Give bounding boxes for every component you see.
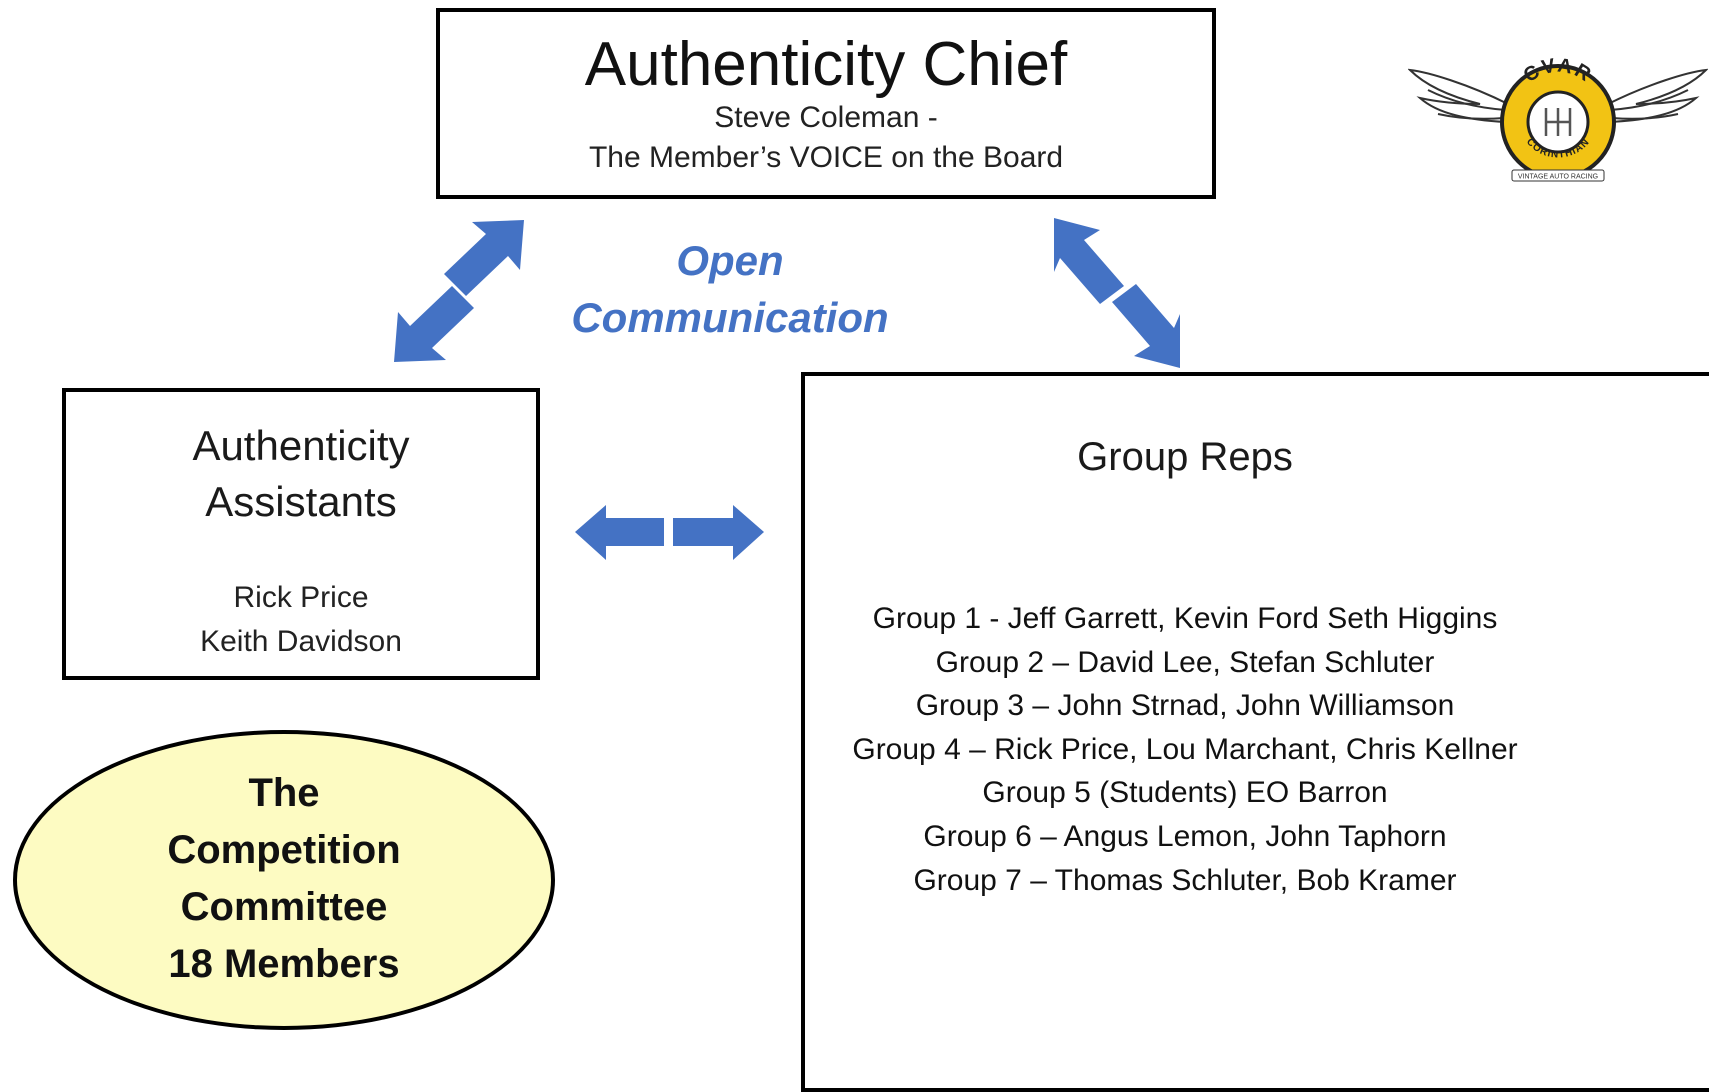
assistants-title: Authenticity Assistants [66,418,536,530]
open-communication-line2: Communication [571,294,889,341]
right-wing-icon [1606,68,1708,124]
group-rep-line: Group 4 – Rick Price, Lou Marchant, Chri… [852,732,1518,766]
committee-text: The Competition Committee 18 Members [167,765,400,993]
cvar-badge-icon: CVAR CORINTHIAN VINTAGE AUTO RACING [1500,54,1616,182]
group-rep-line: Group 5 (Students) EO Barron [982,776,1388,810]
committee-line: Committee [180,885,388,929]
open-communication-line1: Open [676,237,784,284]
connector-arrows [394,218,1180,560]
chief-name: Steve Coleman - [714,101,938,134]
assistants-names: Rick Price Keith Davidson [66,576,536,664]
double-arrow-chief-groups-lower [1112,284,1180,368]
group-reps-list: Group 1 - Jeff Garrett, Kevin Ford Seth … [805,597,1565,902]
double-arrow-assistants-groups-left [575,505,664,560]
cvar-corinthian-logo: CVAR CORINTHIAN VINTAGE AUTO RACING [1408,54,1708,182]
authenticity-chief-box: Authenticity Chief Steve Coleman - The M… [436,8,1216,199]
committee-line: Competition [167,828,401,872]
double-arrow-chief-assistants-lower [394,286,474,362]
assistant-name: Rick Price [233,581,369,614]
group-reps-title: Group Reps [1077,435,1293,479]
double-arrow-chief-groups-upper [1054,218,1124,304]
group-rep-line: Group 1 - Jeff Garrett, Kevin Ford Seth … [872,602,1498,635]
committee-line: The [248,771,320,815]
double-arrow-chief-assistants-upper [444,220,524,296]
group-rep-line: Group 3 – John Strnad, John Williamson [915,689,1455,723]
assistant-name: Keith Davidson [200,625,402,658]
group-reps-box: Group Reps Group 1 - Jeff Garrett, Kevin… [801,372,1709,1092]
double-arrow-assistants-groups-right [673,505,764,560]
authenticity-assistants-box: Authenticity Assistants Rick Price Keith… [62,388,540,680]
committee-line: 18 Members [168,942,400,986]
logo-tagline: VINTAGE AUTO RACING [1518,174,1598,181]
open-communication-label: Open Communication [560,232,900,346]
group-rep-line: Group 6 – Angus Lemon, John Taphorn [923,819,1447,853]
group-reps-content: Group Reps Group 1 - Jeff Garrett, Kevin… [805,432,1565,902]
chief-title: Authenticity Chief [584,30,1068,99]
assistants-title-line2: Assistants [205,478,397,525]
group-rep-line: Group 2 – David Lee, Stefan Schluter [935,645,1435,679]
gear-shift-icon [1544,108,1572,136]
group-rep-line: Group 7 – Thomas Schluter, Bob Kramer [913,863,1457,897]
left-wing-icon [1408,68,1510,124]
chief-role: The Member’s VOICE on the Board [588,141,1064,174]
competition-committee-ellipse: The Competition Committee 18 Members [13,730,555,1030]
assistants-title-line1: Authenticity [192,422,410,469]
